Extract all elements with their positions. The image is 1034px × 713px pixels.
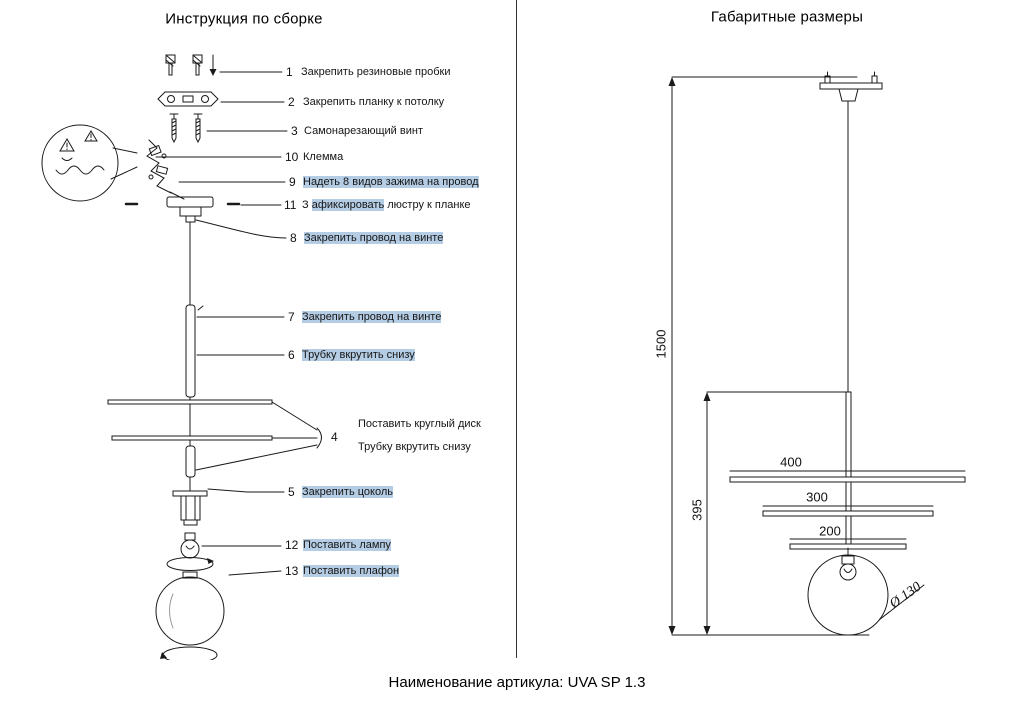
step-1-label: Закрепить резиновые пробки [301,66,451,78]
step-5-label: Закрепить цоколь [302,486,393,498]
wire-clamp-drawing [146,139,185,200]
step-11-label-prefix: З [302,199,312,211]
socket-drawing [172,490,208,526]
right-panel-title: Габаритные размеры [710,8,864,26]
dimension-total-height: 1500 [653,329,669,359]
step-3-label: Самонарезающий винт [304,125,423,137]
diameter-leader-line [878,584,925,621]
panel-divider-line [516,0,517,658]
step-13-label: Поставить плафон [303,565,400,577]
ceiling-mount-drawing [819,71,883,102]
dimension-disk-300: 300 [806,489,828,505]
step-10-label: Клемма [303,151,344,163]
dimension-disk-200: 200 [819,523,841,539]
step-6-number: 6 [288,348,295,362]
step4-brace-lines [195,401,322,471]
glass-sphere-drawing [155,571,225,646]
dimension-lines [668,77,711,635]
step-2-number: 2 [288,95,295,109]
step-11-number: 11 [284,198,297,212]
rubber-plugs-drawing [165,54,203,76]
article-caption: Наименование артикула: UVA SP 1.3 [388,674,646,691]
step-6-label: Трубку вкрутить снизу [302,349,415,361]
rotation-arrow-top [166,557,214,571]
dimensions-diagram-art [668,71,966,636]
step-11-label-suffix: люстру к планке [384,199,471,211]
leader-lines [155,71,288,576]
step-2-label: Закрепить планку к потолку [303,96,445,108]
extension-lines [671,76,870,636]
screws-drawing [169,113,203,144]
step-8-number: 8 [290,231,297,245]
suspension-drawing [107,221,273,492]
step-12-label: Поставить лампу [303,539,391,551]
step-10-number: 10 [285,150,299,164]
dimension-lower-height: 395 [689,499,705,521]
step-12-number: 12 [285,538,299,552]
step-4-number: 4 [331,430,338,444]
sphere-drawing [807,547,889,636]
step-3-number: 3 [291,124,298,138]
dimension-disk-400: 400 [780,454,802,470]
step-9-label: Надеть 8 видов зажима на провод [303,176,479,188]
step-8-label: Закрепить провод на винте [304,232,444,244]
detail-circle-drawing [41,124,138,202]
assembly-diagram-art [41,54,322,660]
step-1-number: 1 [286,65,293,79]
left-panel-title: Инструкция по сборке [165,10,323,28]
step-11-label-highlight: афиксировать [311,199,385,211]
bulb-drawing [180,532,200,559]
step-5-number: 5 [288,485,295,499]
step-13-number: 13 [285,564,299,578]
down-arrow-icon [209,54,217,76]
step-9-number: 9 [289,175,296,189]
step-4-label-bottom: Трубку вкрутить снизу [358,441,471,453]
step-11-label: З афиксировать люстру к планке [302,199,471,211]
rotation-arrow-bottom [160,646,218,660]
step-7-number: 7 [288,310,295,324]
step-7-label: Закрепить провод на винте [302,311,442,323]
mounting-plate-drawing [157,91,219,107]
step-4-label-top: Поставить круглый диск [358,418,481,430]
ceiling-canopy-drawing [124,196,241,223]
